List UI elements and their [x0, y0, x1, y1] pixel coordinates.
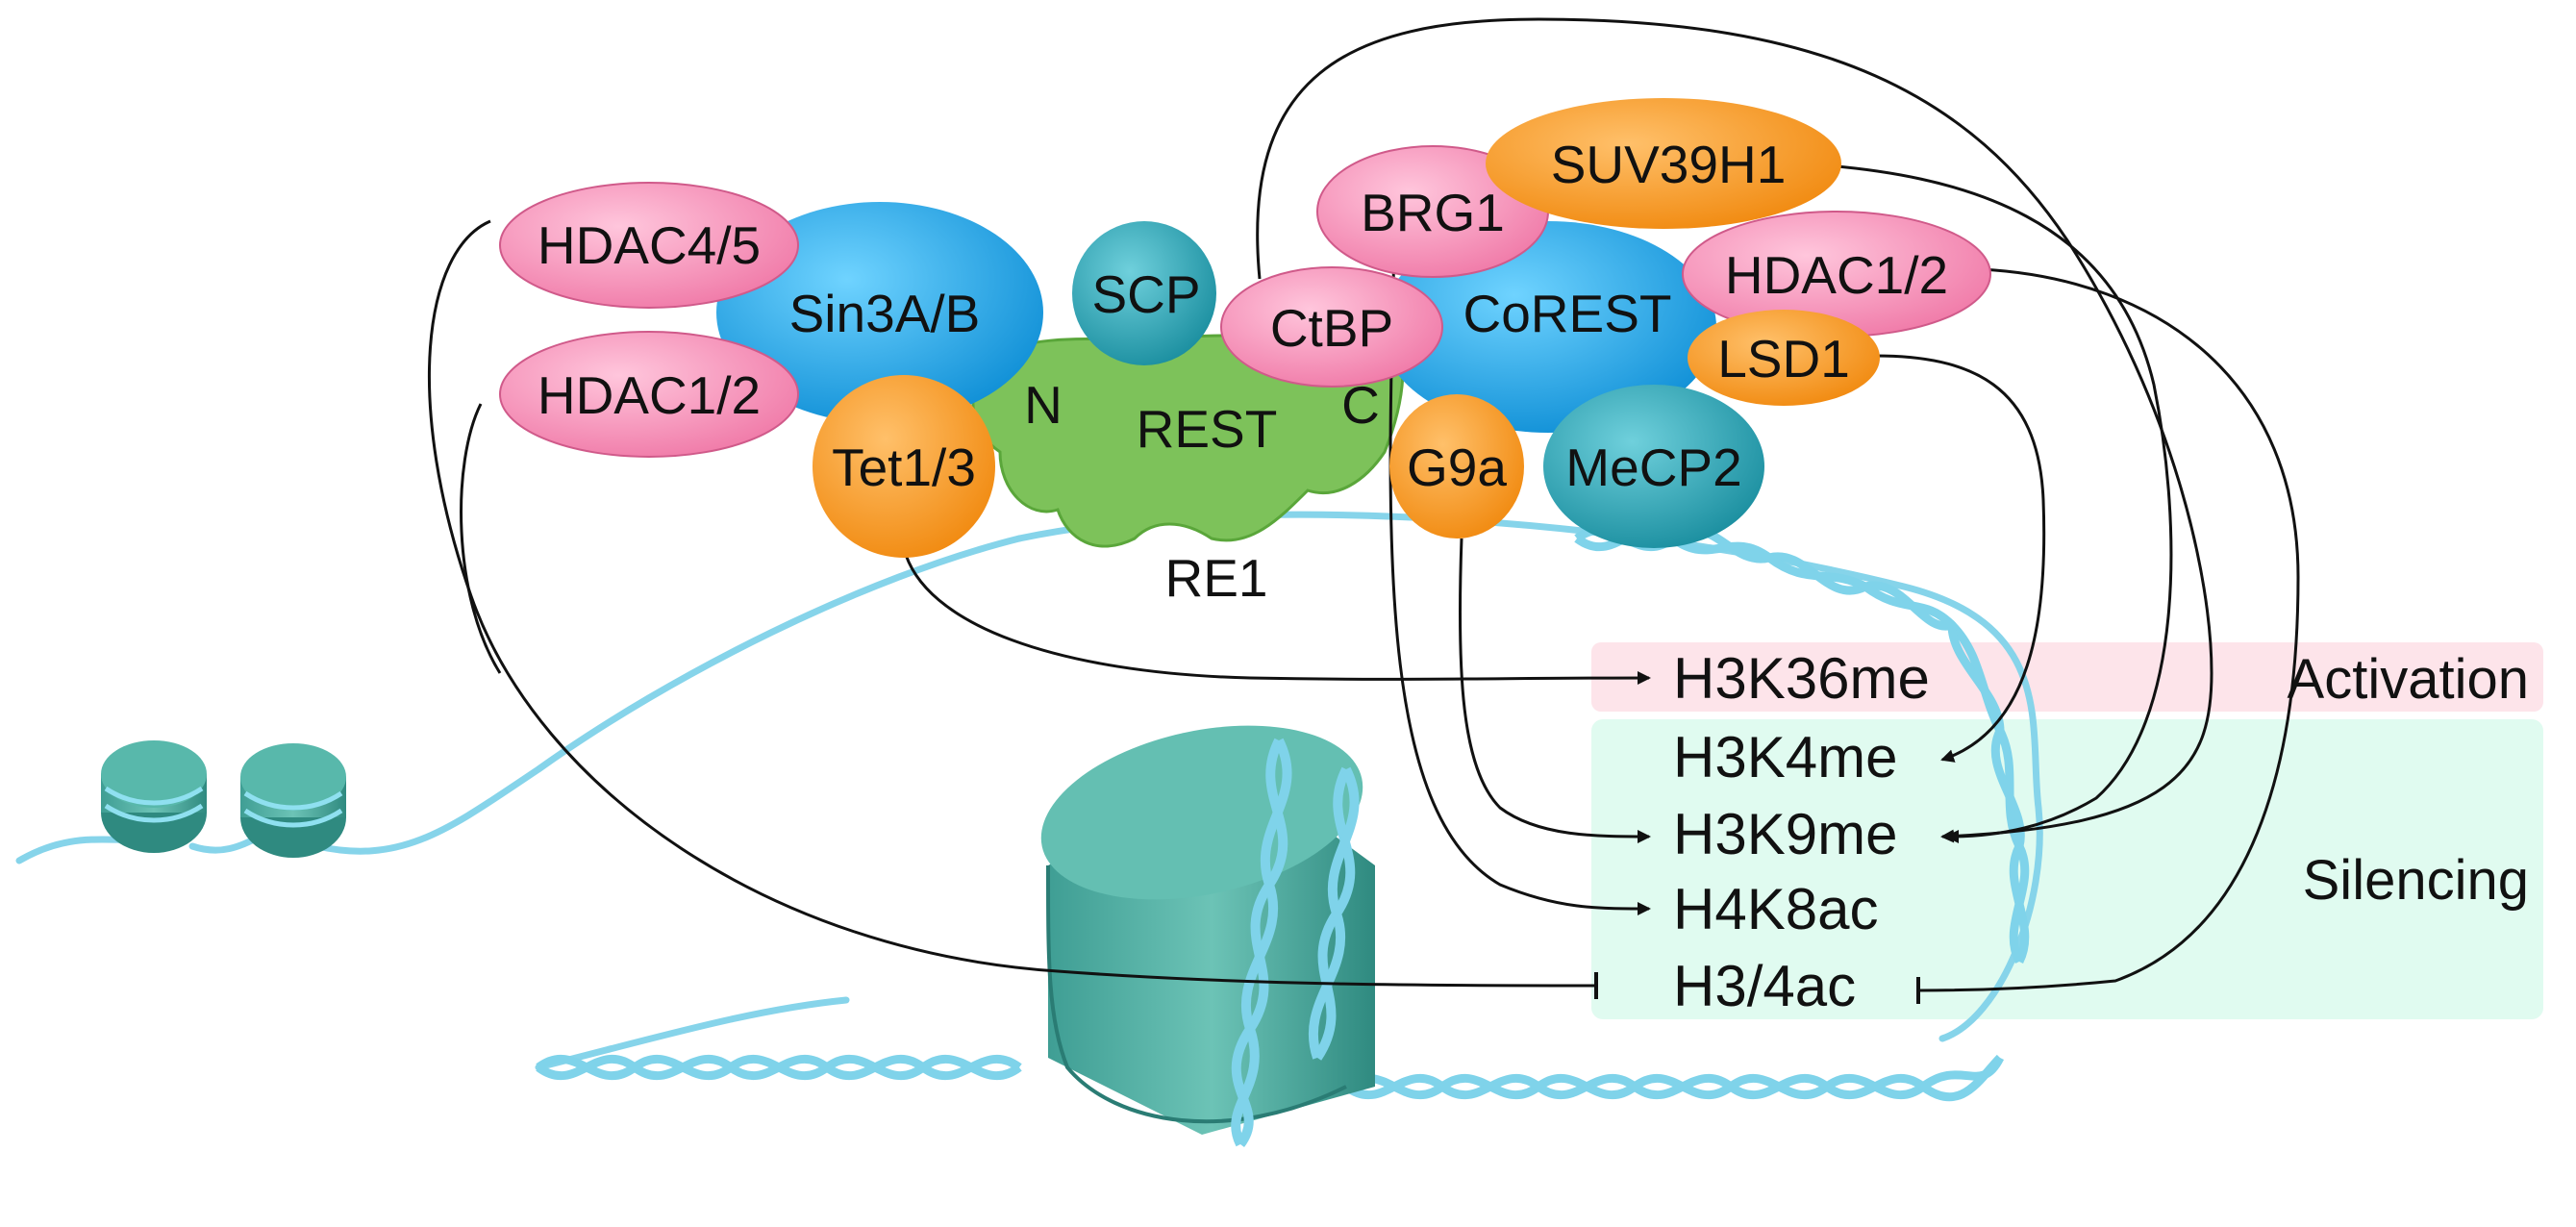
large-nucleosome — [1040, 725, 1375, 1147]
arrow-g9a-to-h3k9me — [1458, 538, 1651, 843]
arrow-hdac12right-to-h34ac — [1915, 267, 2300, 1005]
h3k9me-label: H3K9me — [1673, 802, 1897, 866]
ctbp-shape — [1220, 266, 1443, 388]
activation-label: Activation — [2288, 648, 2529, 711]
lsd1-label: LSD1 — [1717, 329, 1850, 388]
re1-label: RE1 — [1165, 548, 1268, 608]
hdac45-shape — [499, 182, 799, 309]
silencing-box — [1591, 719, 2543, 1019]
arrow-hdac45-to-h34ac — [428, 219, 1599, 1000]
interaction-arrows — [428, 17, 2300, 1005]
small-nucleosome-2 — [240, 743, 346, 858]
tet13-label: Tet1/3 — [832, 438, 976, 497]
mecp2-shape — [1543, 385, 1764, 548]
arrow-ctbp-to-h3k9me — [1256, 17, 2213, 843]
brg1-label: BRG1 — [1361, 183, 1505, 242]
h3k4me-label: H3K4me — [1673, 725, 1897, 789]
silencing-label: Silencing — [2303, 849, 2529, 912]
sin3ab-label: Sin3A/B — [789, 284, 981, 343]
hdac12-right-label: HDAC1/2 — [1725, 245, 1948, 305]
small-nucleosome-1 — [101, 740, 207, 853]
mecp2-label: MeCP2 — [1565, 438, 1741, 497]
h3k36me-label: H3K36me — [1673, 646, 1930, 711]
hdac12-left-label: HDAC1/2 — [538, 365, 761, 425]
h34ac-label: H3/4ac — [1673, 954, 1856, 1018]
arrow-lsd1-to-h3k4me — [1874, 354, 2046, 763]
arrow-hdac12left-to-h34ac — [460, 403, 502, 674]
c-terminus-label: C — [1341, 375, 1380, 435]
lsd1-shape — [1688, 310, 1880, 406]
rest-label: REST — [1137, 399, 1278, 459]
arrow-suv39h1-to-h3k9me — [1797, 162, 2173, 843]
activation-box — [1591, 642, 2543, 712]
corest-label: CoREST — [1463, 284, 1672, 343]
scp-label: SCP — [1091, 264, 1200, 324]
arrow-tet13-to-h3k36me — [902, 547, 1651, 686]
h4k8ac-label: H4K8ac — [1673, 877, 1878, 941]
hdac45-label: HDAC4/5 — [538, 215, 761, 275]
g9a-label: G9a — [1407, 438, 1507, 497]
ctbp-label: CtBP — [1270, 298, 1393, 358]
suv39h1-label: SUV39H1 — [1551, 135, 1787, 194]
suv39h1-shape — [1486, 98, 1841, 229]
g9a-shape — [1389, 394, 1524, 538]
scp-shape — [1072, 221, 1216, 365]
sin3ab-shape — [716, 202, 1043, 423]
hdac12-left-shape — [499, 331, 799, 458]
tet13-shape — [813, 375, 995, 558]
n-terminus-label: N — [1024, 375, 1063, 435]
